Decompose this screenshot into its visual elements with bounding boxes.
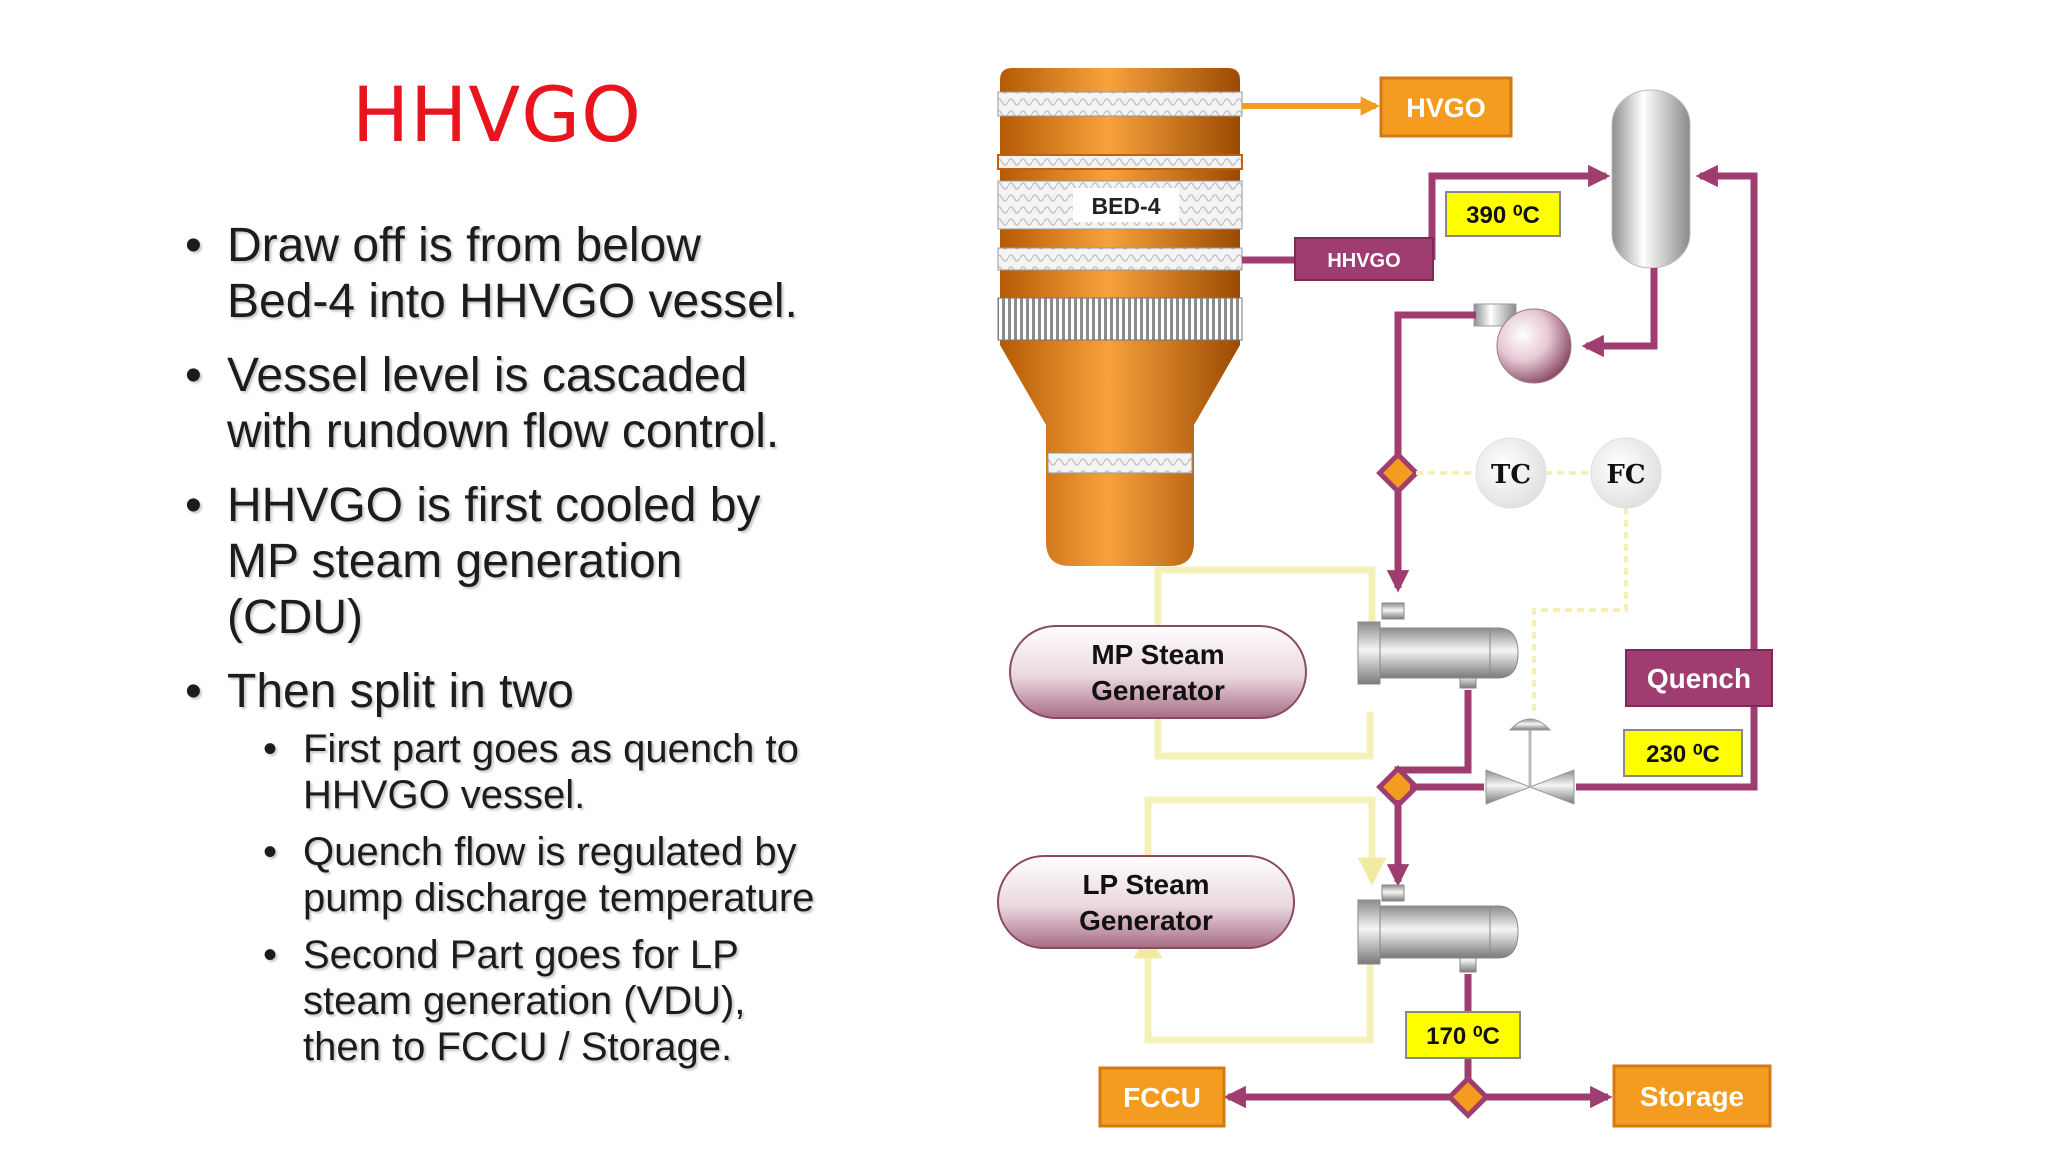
sub-bullet-item: • First part goes as quench to HHVGO ves…: [185, 726, 885, 818]
split-diamond: [1376, 765, 1420, 809]
column-bed: [997, 154, 1243, 170]
bullet-line: with rundown flow control.: [227, 405, 780, 458]
bullet-line: HHVGO vessel.: [303, 773, 586, 817]
pump-discharge-line: [1386, 311, 1476, 593]
bullet-dot: •: [263, 830, 278, 874]
storage-label: Storage: [1640, 1081, 1744, 1112]
lp-heat-exchanger: [1357, 884, 1519, 973]
temp-outlet-label: 170 ⁰C: [1426, 1023, 1500, 1050]
mp-steam-generator: MP Steam Generator: [1009, 625, 1307, 719]
bullet-line: Vessel level is cascaded: [227, 349, 748, 402]
bullet-line: Second Part goes for LP: [303, 933, 739, 977]
temp-vessel-label: 390 ⁰C: [1466, 202, 1540, 229]
bullet-item: • Draw off is from below Bed-4 into HHVG…: [185, 218, 885, 330]
fccu-box: FCCU: [1098, 1066, 1226, 1128]
bullet-dot: •: [185, 219, 202, 272]
bullet-dot: •: [263, 933, 278, 977]
hvgo-box: HVGO: [1379, 76, 1513, 138]
mp-gen-line1: MP Steam: [1091, 639, 1224, 670]
temp-box-quench: 230 ⁰C: [1623, 729, 1743, 777]
bullet-line: steam generation (VDU),: [303, 979, 746, 1023]
bed-label-box: [1073, 188, 1179, 222]
fc-controller: FC: [1590, 437, 1662, 509]
control-signal-lines: [1416, 471, 1628, 712]
quench-label: Quench: [1647, 663, 1751, 694]
mp-hx-outlet-line: [1394, 690, 1472, 780]
bullet-line: Then split in two: [227, 665, 574, 718]
sub-bullet-item: • Second Part goes for LP steam generati…: [185, 932, 885, 1070]
temp-box-vessel: 390 ⁰C: [1445, 191, 1561, 237]
bed-4-label: BED-4: [1091, 193, 1160, 219]
mp-gen-line2: Generator: [1091, 675, 1225, 706]
quench-box: Quench: [1625, 649, 1773, 707]
bullet-list: • Draw off is from below Bed-4 into HHVG…: [185, 218, 885, 1081]
hhvgo-tag-label: HHVGO: [1327, 250, 1400, 272]
hhvgo-to-vessel-line: [1428, 164, 1611, 260]
quench-line: [1576, 164, 1758, 791]
lp-gen-line1: LP Steam: [1082, 869, 1209, 900]
slide-title: HHVGO: [352, 70, 642, 159]
bullet-dot: •: [185, 349, 202, 402]
bullet-item: • HHVGO is first cooled by MP steam gene…: [185, 478, 885, 646]
bullet-item: • Then split in two: [185, 664, 885, 720]
temp-quench-label: 230 ⁰C: [1646, 741, 1720, 768]
bullet-line: MP steam generation: [227, 535, 683, 588]
bullet-line: Bed-4 into HHVGO vessel.: [227, 275, 798, 328]
fccu-label: FCCU: [1123, 1082, 1201, 1113]
bullet-line: then to FCCU / Storage.: [303, 1025, 733, 1069]
bullet-item: • Vessel level is cascaded with rundown …: [185, 348, 885, 460]
tc-label: TC: [1491, 460, 1531, 490]
storage-box: Storage: [1612, 1064, 1772, 1128]
column-bed: [1047, 452, 1193, 474]
pump: [1473, 303, 1572, 384]
bullet-line: Quench flow is regulated by: [303, 830, 797, 874]
bullet-line: pump discharge temperature: [303, 876, 815, 920]
bullet-dot: •: [185, 665, 202, 718]
temp-element-diamond: [1376, 451, 1420, 495]
lp-steam-loop: [1134, 796, 1386, 1044]
bullet-dot: •: [185, 479, 202, 532]
hhvgo-vessel: [1611, 89, 1691, 269]
quench-control-valve: [1485, 718, 1575, 805]
column-packing: [997, 297, 1243, 341]
lp-gen-line2: Generator: [1079, 905, 1213, 936]
hhvgo-tag: HHVGO: [1294, 237, 1434, 281]
product-split-diamond: [1446, 1075, 1490, 1119]
temp-box-outlet: 170 ⁰C: [1405, 1011, 1521, 1059]
bullet-dot: •: [263, 727, 278, 771]
vessel-to-pump-line: [1581, 268, 1658, 358]
bullet-line: Draw off is from below: [227, 219, 701, 272]
lp-steam-generator: LP Steam Generator: [997, 855, 1295, 949]
tc-controller: TC: [1475, 437, 1547, 509]
bullet-line: (CDU): [227, 591, 363, 644]
column-bed: [997, 91, 1243, 117]
bullet-line: First part goes as quench to: [303, 727, 799, 771]
sub-bullet-item: • Quench flow is regulated by pump disch…: [185, 829, 885, 921]
hvgo-label: HVGO: [1406, 93, 1486, 123]
fc-label: FC: [1606, 460, 1645, 490]
bullet-line: HHVGO is first cooled by: [227, 479, 761, 532]
column-bed: [997, 247, 1243, 271]
mp-heat-exchanger: [1357, 602, 1519, 689]
fractionation-column: BED-4: [997, 68, 1243, 566]
